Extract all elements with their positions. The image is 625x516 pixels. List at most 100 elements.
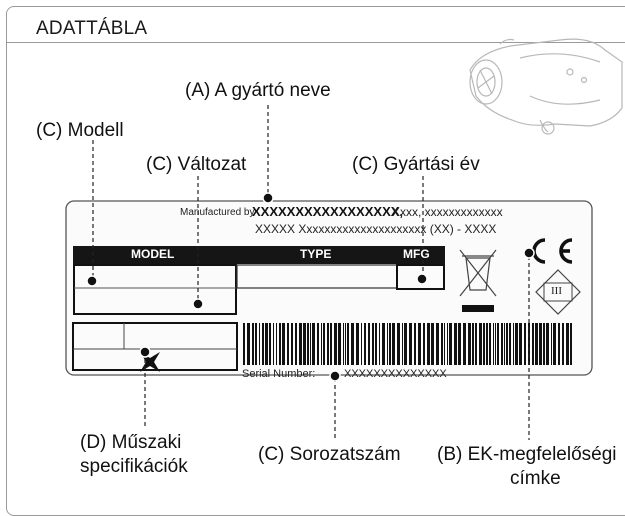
barcode-bar [338,323,341,365]
barcode-bar [414,323,416,365]
barcode-bar [323,323,325,365]
weee-bin-icon [459,249,497,312]
barcode-bar [402,323,403,365]
barcode-bar [269,323,271,365]
barcode-bar [334,323,337,365]
barcode-bar [252,323,254,365]
type-column-header: TYPE [300,247,332,261]
model-box [73,264,237,315]
barcode-bar [364,323,366,365]
nameplate-header-bar [73,246,445,264]
barcode-bar [551,323,552,365]
barcode-bar [532,323,534,365]
barcode-bar [397,323,400,365]
barcode-bar [247,323,250,365]
barcode-bar [515,323,518,365]
barcode-bar [486,323,488,365]
serial-number-label: Serial Number: [242,368,316,380]
barcode-bar [483,323,485,365]
barcode-bar [454,323,457,365]
barcode-bar [468,323,471,365]
callout-manufacturer: (A) A gyártó neve [185,80,331,101]
barcode-bar [356,323,359,365]
serial-number-value: XXXXXXXXXXXXXX [344,368,447,380]
barcode-bar [265,323,268,365]
barcode-bar [307,323,309,365]
callout-variant: (C) Változat [146,154,247,175]
barcode-bar [513,323,514,365]
barcode-bar [570,323,572,365]
callout-specs-line2: specifikációk [80,456,188,477]
barcode-bar [282,323,285,365]
barcode-bar [543,323,545,365]
barcode-bar [279,323,281,365]
barcode-bar [479,323,482,365]
barcode-bar [310,323,311,365]
barcode-bar [553,323,556,365]
callout-year: (C) Gyártási év [352,154,480,175]
barcode-bar [379,323,380,365]
barcode-bar [566,323,569,365]
barcode-bar [291,323,293,365]
mfg-box [396,264,445,290]
barcode-bar [444,323,445,365]
barcode-bar [535,323,538,365]
barcode-bar [345,323,346,365]
barcode-bar [327,323,329,365]
barcode-bar [295,323,297,365]
barcode-bar [427,323,430,365]
manufacturer-address: XXXXX Xxxxxxxxxxxxxxxxxxxxx (XX) - XXXX [255,222,497,236]
barcode-bar [361,323,362,365]
barcode-bar [458,323,461,365]
barcode-bar [504,323,505,365]
barcode-bar [409,323,412,365]
callout-serial: (C) Sorozatszám [258,444,401,465]
barcode-bar [351,323,354,365]
barcode-bar [431,323,434,365]
barcode-bar [255,323,257,365]
barcode-bar [273,323,274,365]
leader-lines [92,105,530,440]
barcode-bar [509,323,511,365]
barcode-bar [519,323,522,365]
barcode-bar [372,323,374,365]
barcode-bar [495,323,496,365]
barcode-bar [303,323,306,365]
barcode-bar [387,323,388,365]
callout-model: (C) Modell [36,120,124,141]
barcode-bar [287,323,289,365]
barcode-bar [392,323,395,365]
barcode-bar [262,323,264,365]
barcode-bar [423,323,425,365]
callout-specs-line1: (D) Műszaki [80,432,182,453]
barcode-bar [493,323,494,365]
barcode-bar [497,323,499,365]
barcode-bar [330,323,332,365]
device-illustration [469,38,623,135]
barcode-bar [299,323,302,365]
barcode-bar [368,323,370,365]
barcode-bar [347,323,349,365]
callout-ce-line2: címke [510,468,561,489]
barcode-bar [312,323,315,365]
panel-title: ADATTÁBLA [36,18,148,39]
mfg-column-header: MFG [403,247,430,261]
serial-barcode [243,323,572,365]
barcode-bar [449,323,452,365]
barcode-bar [418,323,421,365]
callout-ce-line1: (B) EK-megfelelőségi [437,444,617,465]
barcode-bar [562,323,564,365]
barcode-bar [276,323,277,365]
barcode-bar [558,323,560,365]
barcode-bar [463,323,466,365]
manufacturer-city: Xxxx, xxxxxxxxxxxxx [392,205,503,219]
barcode-bar [404,323,407,365]
barcode-bar [243,323,245,365]
barcode-bar [317,323,319,365]
barcode-bar [475,323,477,365]
barcode-bar [501,323,503,365]
class-iii-label: III [551,285,562,297]
barcode-bar [436,323,439,365]
barcode-bar [447,323,448,365]
